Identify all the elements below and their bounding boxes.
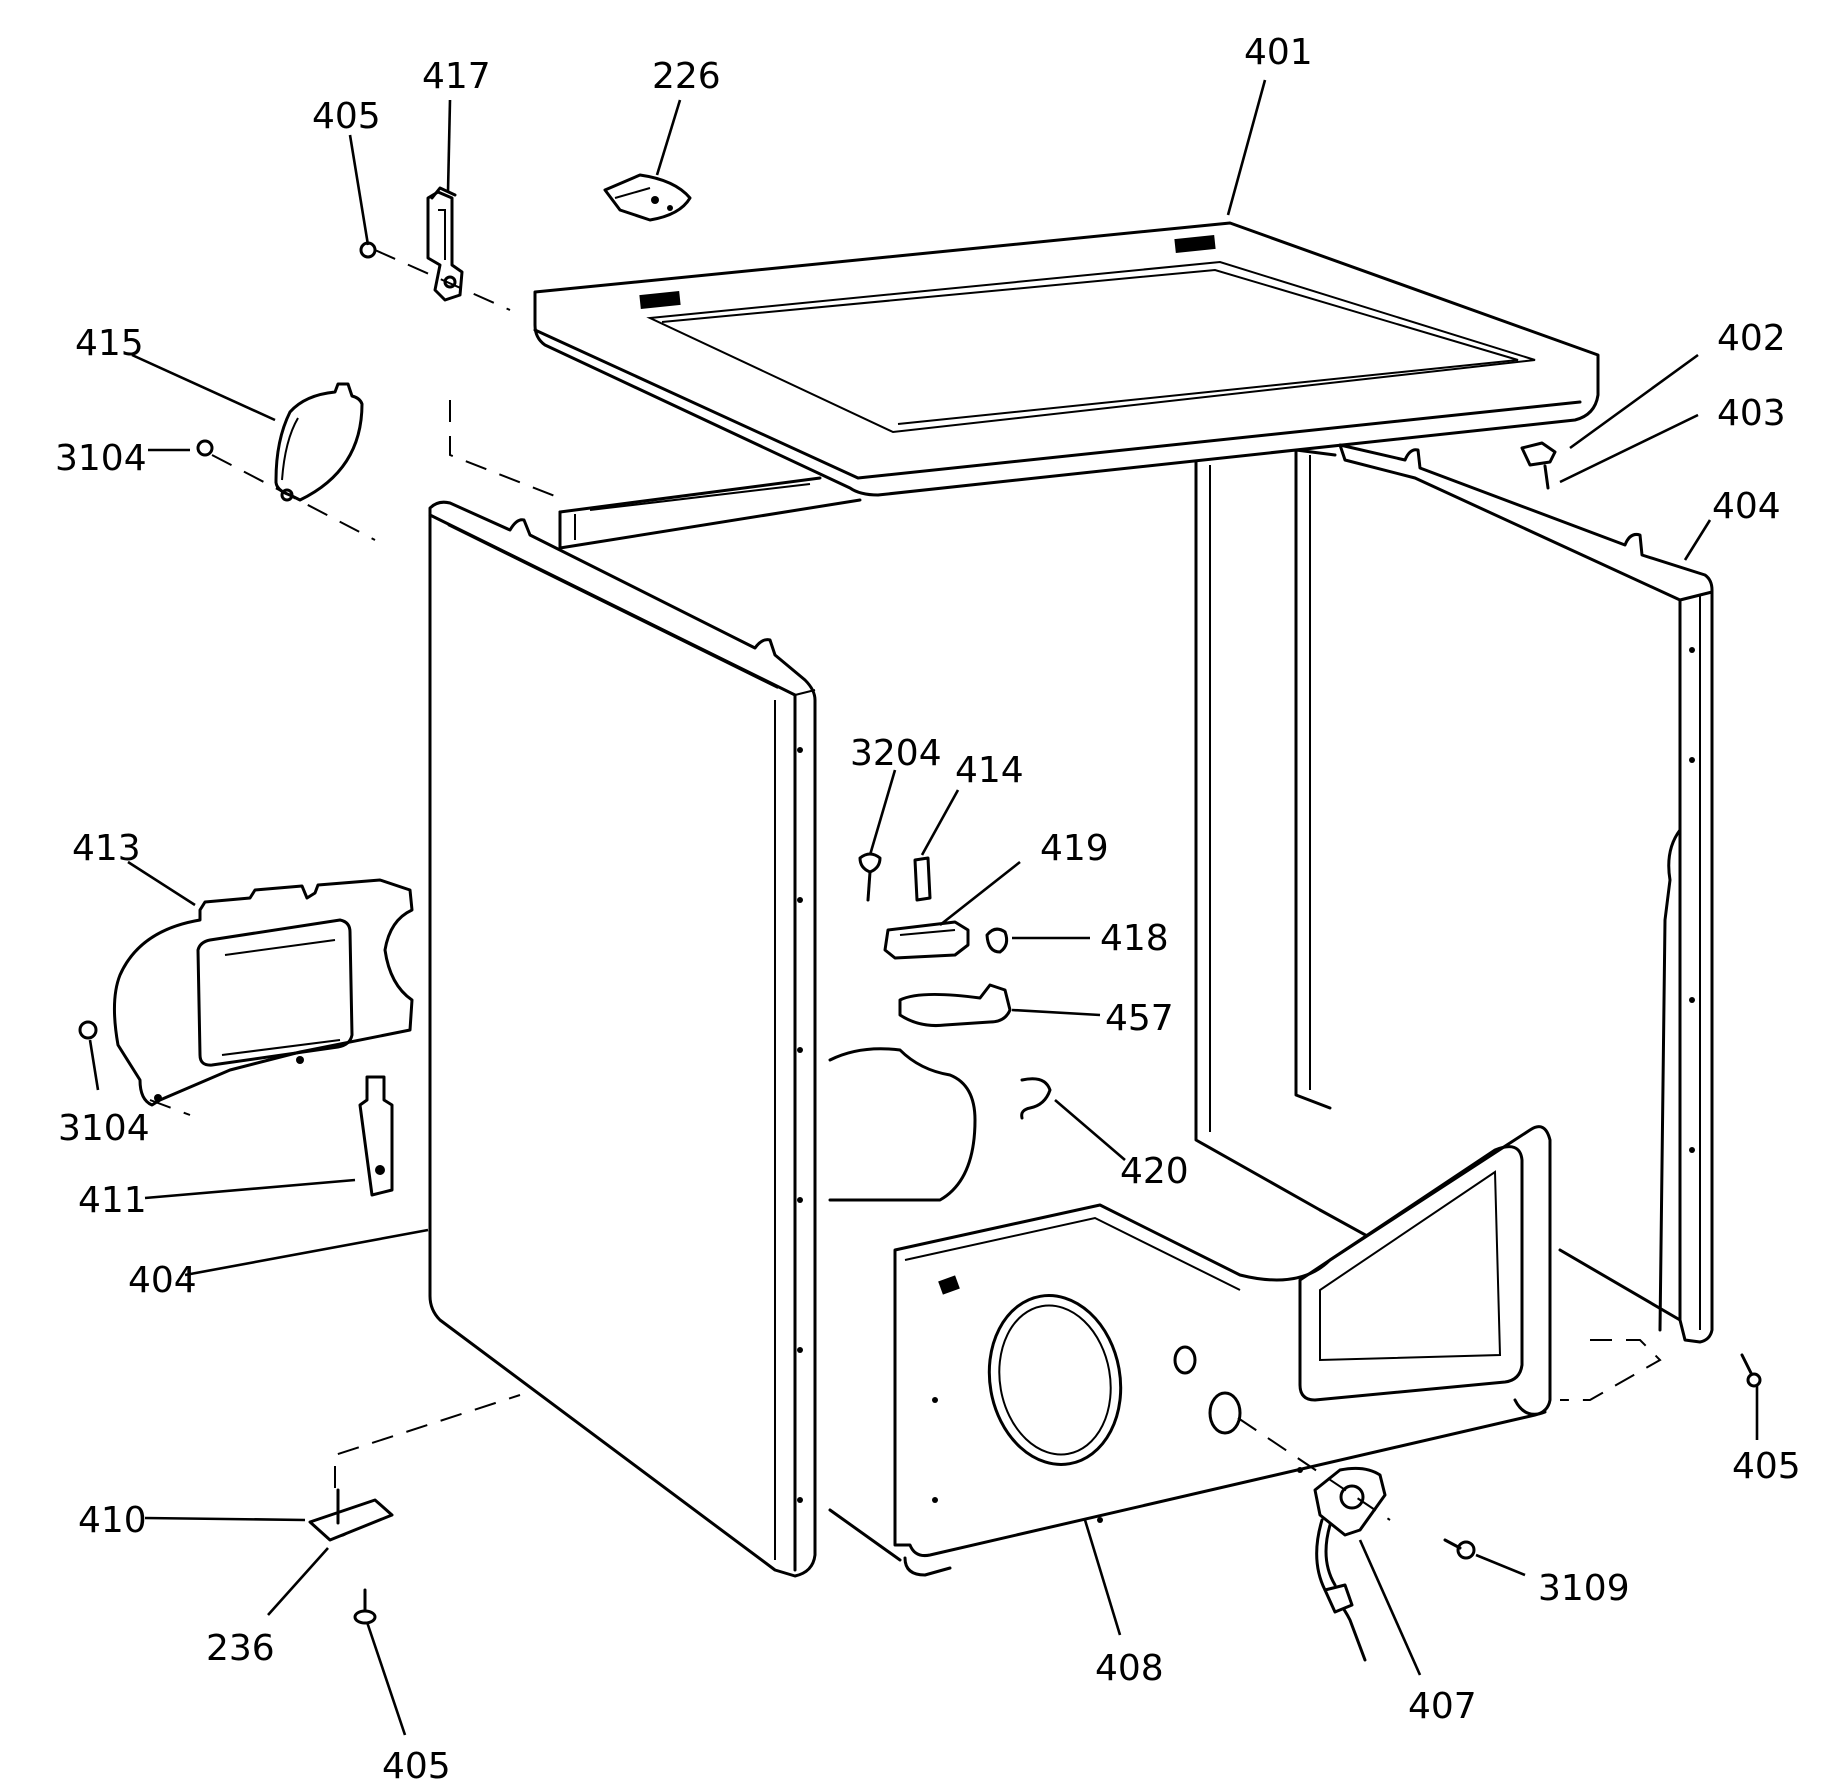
label-3204: 3204 <box>850 733 942 774</box>
label-226: 226 <box>652 56 721 97</box>
label-407: 407 <box>1408 1686 1477 1727</box>
leg-plate <box>308 1488 394 1542</box>
top-panel <box>533 221 1600 497</box>
label-408: 408 <box>1095 1648 1164 1689</box>
label-401: 401 <box>1244 32 1313 73</box>
label-405-bottom: 405 <box>382 1746 451 1787</box>
dashed-guides <box>149 249 1662 1521</box>
vent-cover <box>274 382 364 502</box>
label-420: 420 <box>1120 1151 1189 1192</box>
label-403: 403 <box>1717 393 1786 434</box>
label-3104-top: 3104 <box>55 438 147 479</box>
label-415: 415 <box>75 323 144 364</box>
label-417: 417 <box>422 56 491 97</box>
terminal-parts <box>858 852 1052 1120</box>
bracket-411 <box>358 1075 394 1197</box>
label-414: 414 <box>955 750 1024 791</box>
label-404-right: 404 <box>1712 486 1781 527</box>
left-side-panel <box>428 500 817 1578</box>
right-side-panel <box>1338 443 1714 1344</box>
label-410: 410 <box>78 1500 147 1541</box>
side-cutout <box>828 1047 977 1202</box>
leader-lines <box>88 79 1759 1736</box>
label-3109: 3109 <box>1538 1568 1630 1609</box>
label-402: 402 <box>1717 318 1786 359</box>
bracket-226 <box>603 173 692 222</box>
access-panel <box>112 878 414 1107</box>
door-switch <box>1313 1466 1387 1662</box>
label-405-right: 405 <box>1732 1446 1801 1487</box>
label-411: 411 <box>78 1180 147 1221</box>
base-frame <box>828 1125 1552 1577</box>
label-418: 418 <box>1100 918 1169 959</box>
hinge-bracket <box>426 186 464 302</box>
label-3104-bottom: 3104 <box>58 1108 150 1149</box>
label-405-top: 405 <box>312 96 381 137</box>
label-413: 413 <box>72 828 141 869</box>
label-457: 457 <box>1105 998 1174 1039</box>
label-419: 419 <box>1040 828 1109 869</box>
part-labels: 401 417 226 405 415 3104 402 403 404 320… <box>55 32 1801 1787</box>
rear-top-rail <box>558 476 862 550</box>
rear-frame <box>1194 448 1682 1322</box>
label-404-left: 404 <box>128 1260 197 1301</box>
label-236: 236 <box>206 1628 275 1669</box>
